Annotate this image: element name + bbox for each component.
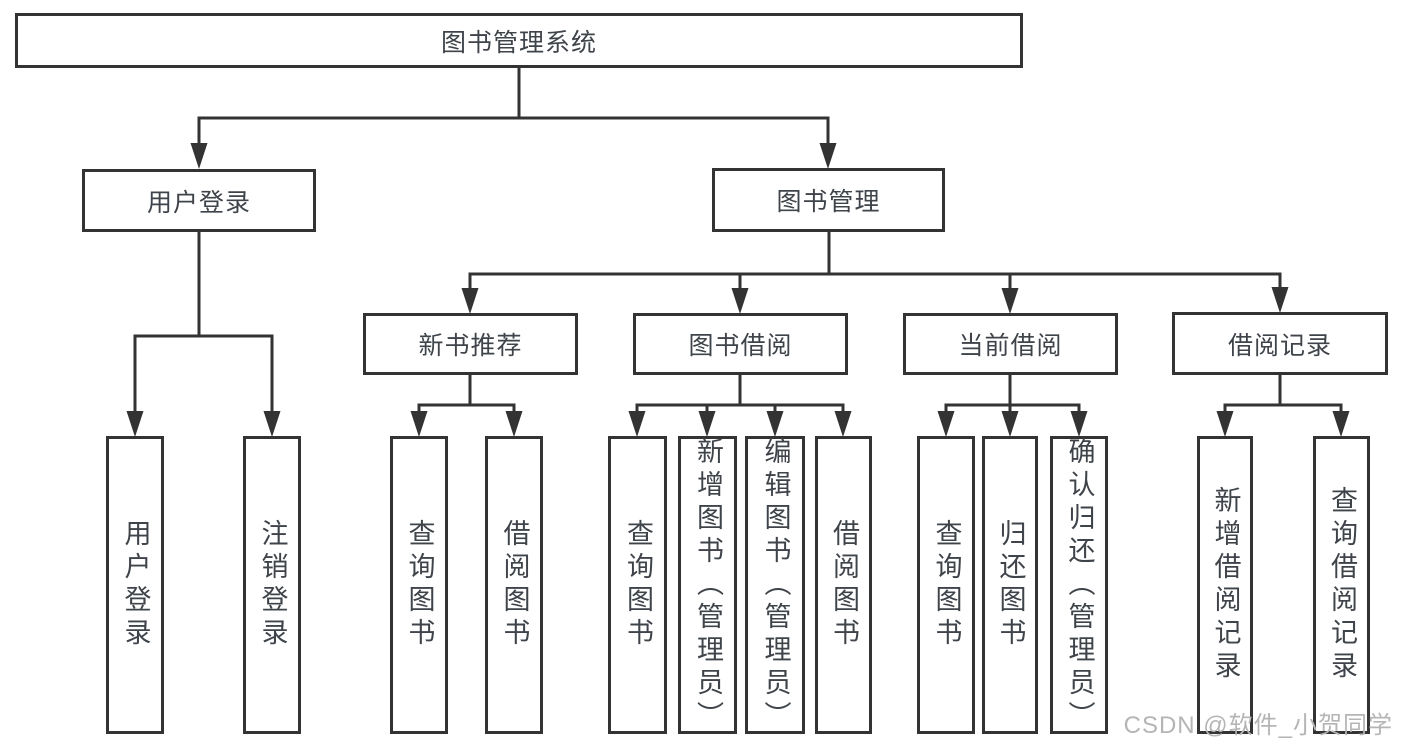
node-label: 当前借阅 [958,332,1063,360]
arrow-down-icon [1001,411,1019,437]
arrow-down-icon [1070,411,1088,437]
arrow-down-icon [505,411,523,437]
node-current-borrowing: 当前借阅 [903,313,1118,375]
arrow-down-icon [937,411,955,437]
node-label: 查询图书 [623,519,653,651]
leaf-logout: 注销登录 [243,436,301,734]
leaf-query-books-current: 查询图书 [917,436,975,734]
leaf-add-borrow-record: 新增借阅记录 [1197,436,1253,734]
leaf-query-books-borrow: 查询图书 [608,436,667,734]
arrow-down-icon [126,411,144,437]
arrow-down-icon [819,143,837,169]
node-label: 归还图书 [995,519,1026,651]
node-label: 确认归还（管理员） [1064,436,1095,734]
node-label: 借阅图书 [499,519,530,651]
leaf-borrow-books: 借阅图书 [815,436,872,734]
node-new-book-recommendation: 新书推荐 [363,313,578,375]
csdn-watermark: CSDN @软件_小贺同学 [1123,712,1393,739]
leaf-add-books-admin: 新增图书（管理员） [678,436,737,734]
node-label: 借阅图书 [829,519,859,651]
leaf-edit-books-admin: 编辑图书（管理员） [745,436,805,734]
leaf-borrow-books-recommend: 借阅图书 [485,436,543,734]
leaf-query-borrow-record: 查询借阅记录 [1313,436,1370,734]
arrow-down-icon [698,411,716,437]
node-label: 图书管理系统 [440,28,597,57]
node-label: 查询借阅记录 [1327,486,1357,684]
arrow-down-icon [834,411,852,437]
leaf-user-login: 用户登录 [106,436,164,734]
arrow-down-icon [1001,288,1019,314]
node-label: 查询图书 [931,519,962,651]
node-label: 查询图书 [404,519,435,651]
node-label: 新书推荐 [418,332,523,360]
leaf-confirm-return-admin: 确认归还（管理员） [1050,436,1108,734]
node-book-borrowing: 图书借阅 [633,313,848,375]
arrow-down-icon [1271,287,1289,313]
arrow-down-icon [263,411,281,437]
node-label: 新增图书（管理员） [693,436,723,734]
arrow-down-icon [190,143,208,169]
arrow-down-icon [766,411,784,437]
node-label: 编辑图书（管理员） [760,436,791,734]
node-label: 图书借阅 [688,332,793,360]
node-label: 图书管理 [776,188,881,216]
arrow-down-icon [731,288,749,314]
arrow-down-icon [628,411,646,437]
node-borrowing-records: 借阅记录 [1172,312,1388,375]
arrow-down-icon [1216,411,1234,437]
node-label: 新增借阅记录 [1210,486,1241,684]
arrow-down-icon [1332,411,1350,437]
arrow-down-icon [461,288,479,314]
node-label: 用户登录 [146,188,251,217]
node-label: 用户登录 [120,519,151,651]
node-label: 借阅记录 [1227,331,1332,360]
leaf-return-books: 归还图书 [982,436,1038,734]
node-user-login: 用户登录 [82,169,316,232]
leaf-query-books-recommend: 查询图书 [390,436,448,734]
node-book-management: 图书管理 [712,168,945,232]
arrow-down-icon [410,411,428,437]
node-label: 注销登录 [257,519,288,651]
node-library-management-system: 图书管理系统 [15,13,1023,68]
